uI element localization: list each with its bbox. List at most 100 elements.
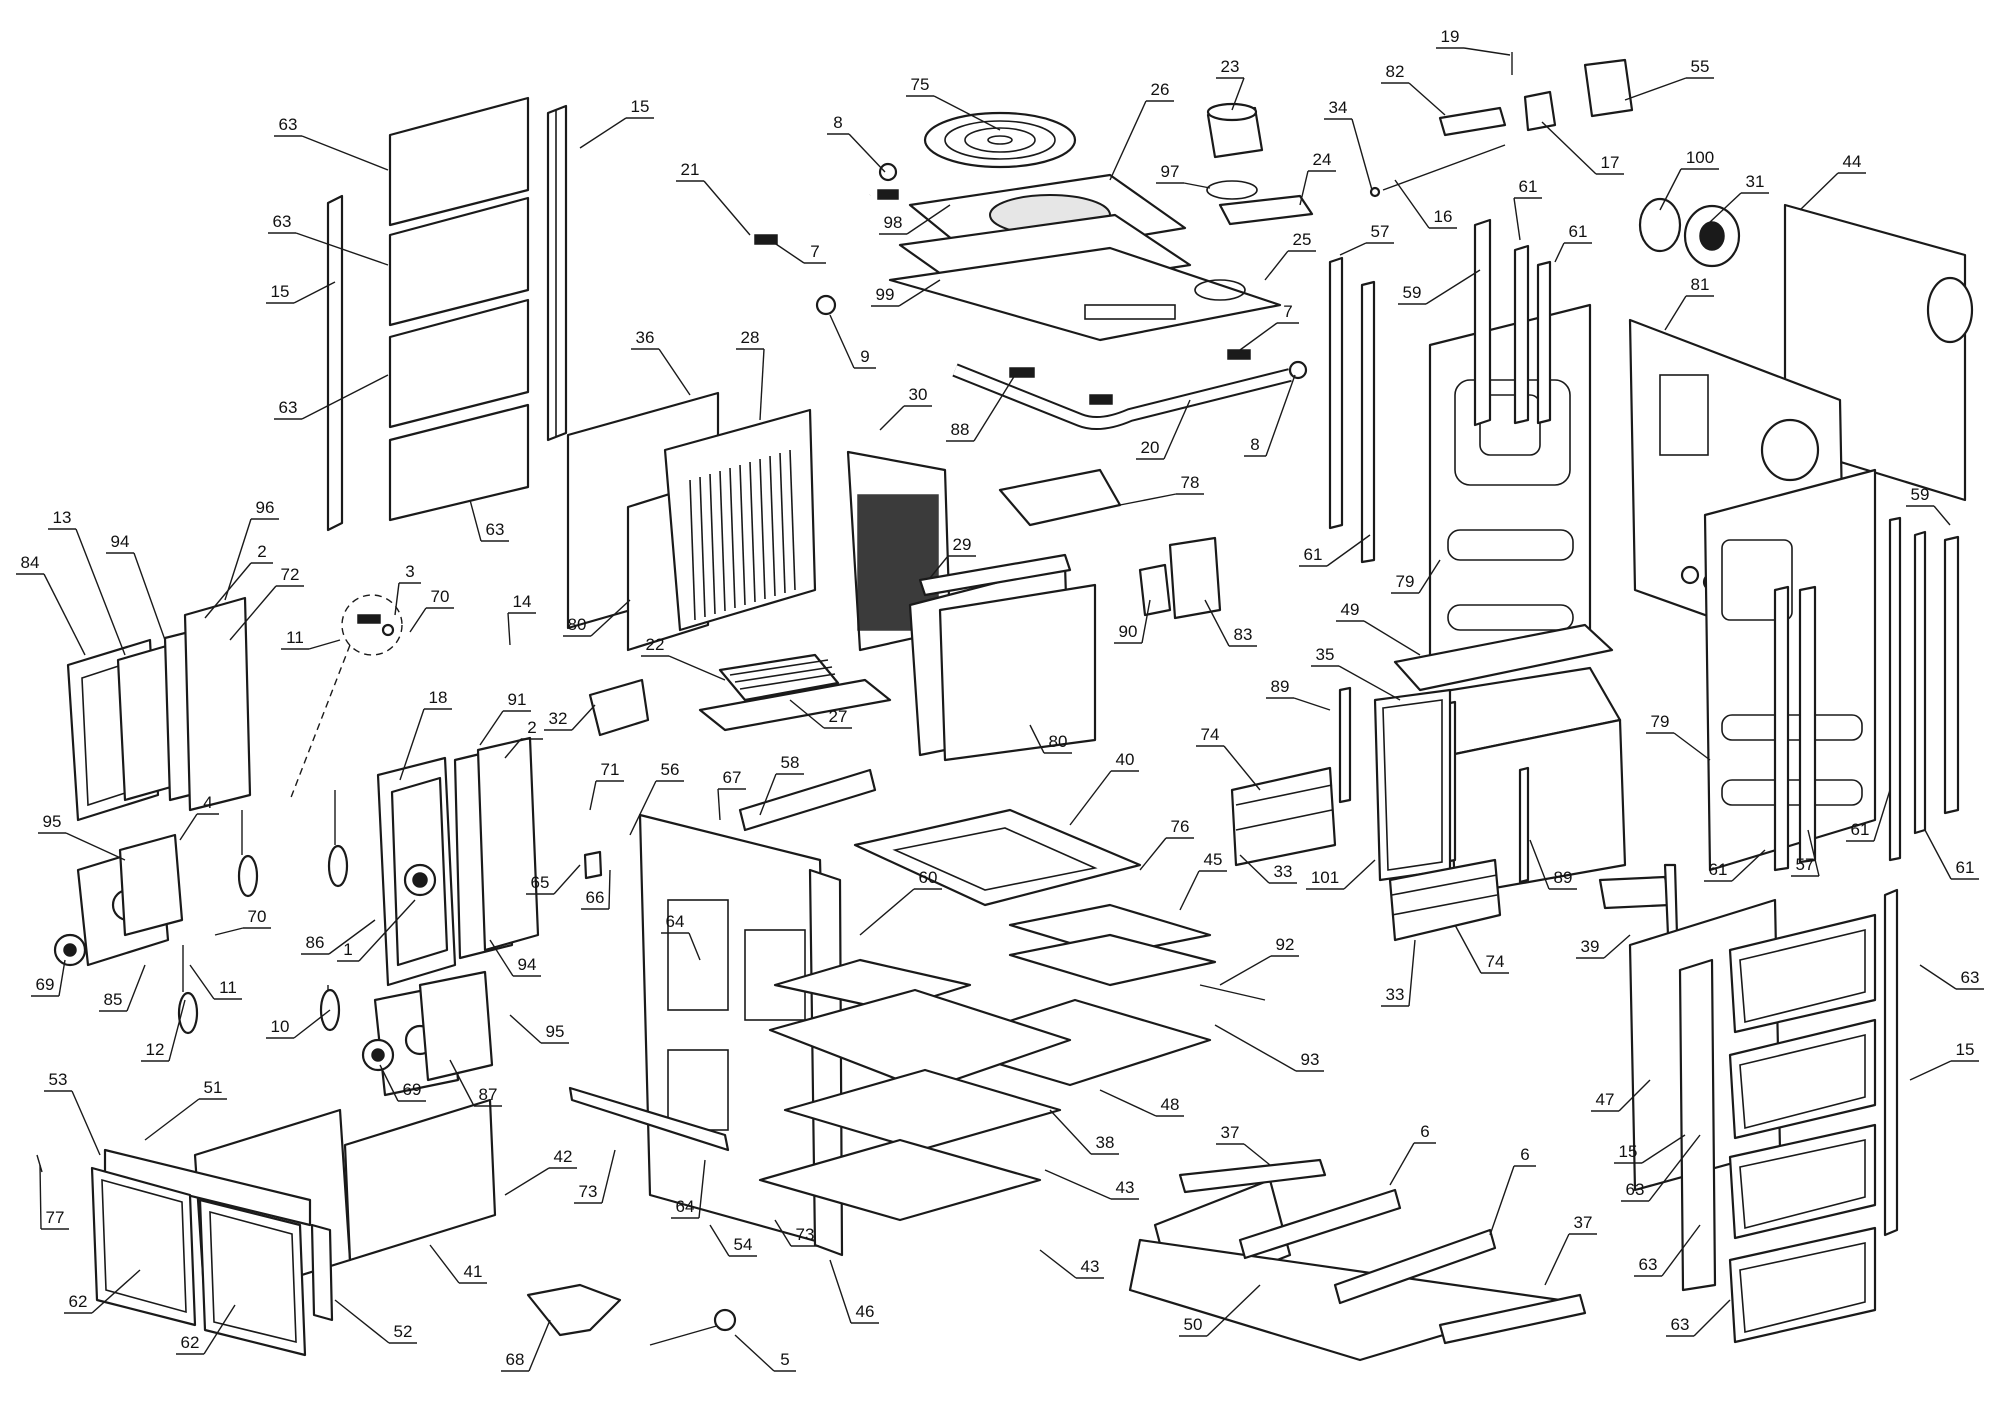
callout-label: 80 xyxy=(1049,732,1068,751)
callout-label: 43 xyxy=(1081,1257,1100,1276)
callout-label: 66 xyxy=(586,888,605,907)
callout-leader xyxy=(144,1098,200,1141)
callout-label: 8 xyxy=(833,113,842,132)
callout-leader xyxy=(168,999,186,1062)
callout-leader xyxy=(1338,665,1401,701)
callout-label: 34 xyxy=(1329,98,1348,117)
callout-leader xyxy=(1641,1134,1686,1164)
callout-label: 37 xyxy=(1221,1123,1240,1142)
callout-leader xyxy=(1454,924,1482,974)
callout-leader xyxy=(703,180,751,236)
callout-leader xyxy=(1924,829,1952,880)
callout-leader xyxy=(1389,1142,1415,1186)
callout-leader xyxy=(1554,242,1565,263)
callout-label: 13 xyxy=(53,508,72,527)
callout-leader xyxy=(898,279,941,307)
callout-leader xyxy=(658,348,691,396)
callout-label: 97 xyxy=(1161,162,1180,181)
callout-label: 73 xyxy=(579,1182,598,1201)
callout-leader xyxy=(668,655,726,681)
callout-leader xyxy=(429,1244,460,1284)
callout-leader xyxy=(1418,559,1441,594)
callout-38: 38 xyxy=(1049,1109,1119,1155)
callout-5: 5 xyxy=(734,1334,796,1372)
callout-79: 79 xyxy=(1646,712,1711,761)
callout-61: 61 xyxy=(1554,222,1592,263)
callout-label: 59 xyxy=(1911,485,1930,504)
callout-label: 63 xyxy=(486,520,505,539)
callout-label: 48 xyxy=(1161,1095,1180,1114)
callout-leader xyxy=(509,1014,542,1044)
callout-leader xyxy=(1659,168,1682,211)
callout-63: 63 xyxy=(274,374,389,420)
callout-label: 62 xyxy=(69,1292,88,1311)
callout-leader xyxy=(688,932,701,961)
callout-label: 67 xyxy=(723,768,742,787)
callout-8: 8 xyxy=(1244,374,1296,457)
callout-94: 94 xyxy=(489,939,541,977)
callout-label: 23 xyxy=(1221,57,1240,76)
callout-19: 19 xyxy=(1436,27,1511,56)
callout-leader xyxy=(449,1059,475,1107)
callout-8: 8 xyxy=(827,113,886,173)
callout-label: 5 xyxy=(780,1350,789,1369)
callout-73: 73 xyxy=(574,1149,616,1204)
callout-label: 24 xyxy=(1313,150,1332,169)
callout-label: 93 xyxy=(1301,1050,1320,1069)
callout-20: 20 xyxy=(1136,399,1191,460)
callout-label: 74 xyxy=(1201,725,1220,744)
callout-label: 68 xyxy=(506,1350,525,1369)
callout-leader xyxy=(1673,732,1711,761)
callout-45: 45 xyxy=(1179,850,1227,911)
callout-label: 56 xyxy=(661,760,680,779)
callout-label: 15 xyxy=(271,282,290,301)
callout-33: 33 xyxy=(1381,939,1416,1007)
callout-53: 53 xyxy=(44,1070,101,1156)
callout-leader xyxy=(1351,118,1373,191)
callout-label: 61 xyxy=(1304,545,1323,564)
callout-61: 61 xyxy=(1846,789,1891,842)
callout-12: 12 xyxy=(141,999,186,1062)
callout-leader xyxy=(608,869,611,910)
callout-59: 59 xyxy=(1398,269,1481,305)
callout-60: 60 xyxy=(859,868,942,936)
callout-leader xyxy=(301,135,389,171)
callout-leader xyxy=(1179,870,1200,911)
callout-label: 37 xyxy=(1574,1213,1593,1232)
callout-81: 81 xyxy=(1664,275,1714,331)
callout-label: 92 xyxy=(1276,935,1295,954)
callout-91: 91 xyxy=(479,690,531,746)
callout-57: 57 xyxy=(1791,829,1820,877)
callout-15: 15 xyxy=(1614,1134,1686,1164)
callout-label: 98 xyxy=(884,213,903,232)
callout-label: 88 xyxy=(951,420,970,439)
callout-leader xyxy=(789,699,825,729)
callout-67: 67 xyxy=(717,768,746,821)
callout-37: 37 xyxy=(1216,1123,1271,1166)
callout-77: 77 xyxy=(39,1164,69,1230)
drawer xyxy=(36,1098,497,1357)
callout-24: 24 xyxy=(1299,150,1336,206)
callout-62: 62 xyxy=(176,1304,236,1355)
callout-52: 52 xyxy=(334,1299,417,1344)
callout-95: 95 xyxy=(38,812,126,861)
callout-label: 7 xyxy=(1283,302,1292,321)
callout-label: 78 xyxy=(1181,473,1200,492)
callout-label: 21 xyxy=(681,160,700,179)
callout-label: 33 xyxy=(1386,985,1405,1004)
callout-label: 57 xyxy=(1796,855,1815,874)
callout-42: 42 xyxy=(504,1147,577,1196)
callout-leader xyxy=(189,964,215,1000)
callout-leader xyxy=(1109,100,1147,181)
callout-label: 17 xyxy=(1601,153,1620,172)
callout-80: 80 xyxy=(563,599,631,637)
callout-label: 90 xyxy=(1119,622,1138,641)
callout-2: 2 xyxy=(504,718,543,759)
callout-63: 63 xyxy=(469,499,509,542)
callout-leader xyxy=(91,1269,141,1314)
callout-43: 43 xyxy=(1044,1169,1139,1200)
callout-label: 12 xyxy=(146,1040,165,1059)
callout-leader xyxy=(933,95,1001,131)
callout-label: 22 xyxy=(646,635,665,654)
callout-88: 88 xyxy=(946,374,1016,442)
